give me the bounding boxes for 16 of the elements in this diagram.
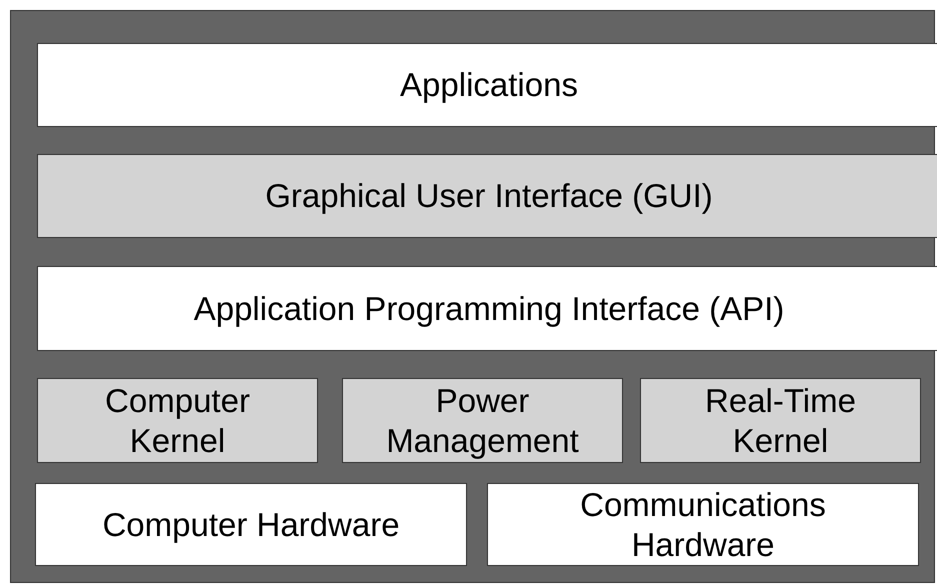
layer-label: Graphical User Interface (GUI) (265, 176, 713, 216)
layer-label: Real-Time Kernel (704, 380, 857, 460)
layer-box (37, 266, 937, 351)
layer-label: Application Programming Interface (API) (194, 288, 784, 328)
layer-box (37, 378, 318, 463)
layer-label: Applications (400, 65, 578, 105)
layer-box (342, 378, 623, 463)
layer-box (37, 43, 937, 127)
layer-label: Computer Hardware (102, 504, 400, 544)
layer-box (640, 378, 921, 463)
layer-box (35, 483, 467, 566)
layer-box (37, 154, 937, 238)
layer-box (487, 483, 919, 566)
layer-label: Power Management (385, 380, 580, 460)
layer-label: Computer Kernel (104, 380, 251, 460)
layer-label: Communications Hardware (579, 484, 827, 564)
